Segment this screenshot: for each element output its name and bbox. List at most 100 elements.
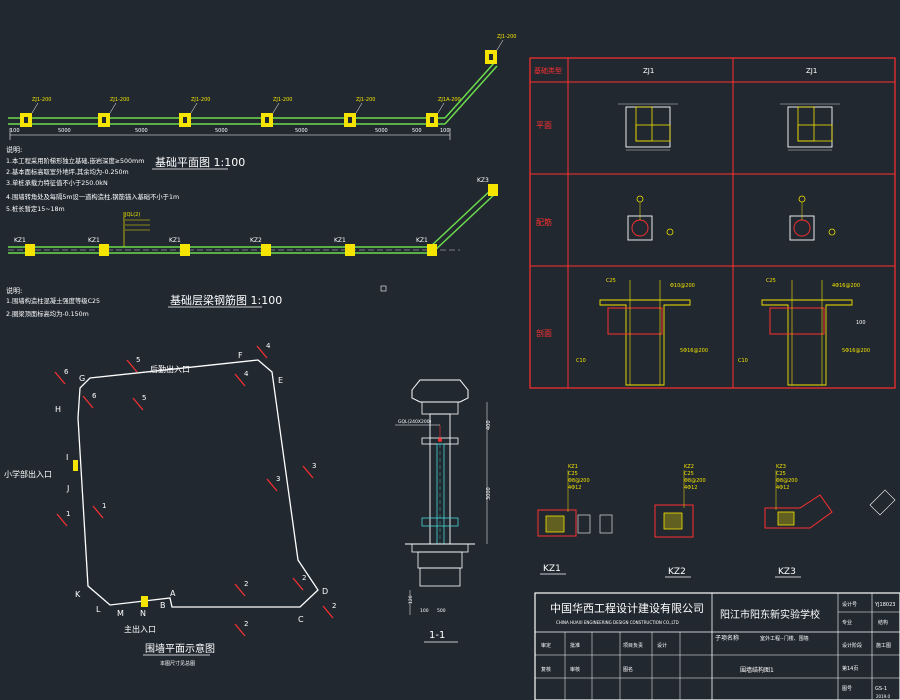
note-line: 4.围墙转角处及每隔5m设一道构造柱,钢筋锚入基础不小于1m — [6, 192, 179, 201]
svg-text:1: 1 — [66, 510, 70, 518]
section-title: 1-1 — [429, 630, 445, 641]
point-label: D — [322, 587, 328, 596]
column-marker: KZ2 — [250, 237, 271, 256]
table-row-plan: 平面 — [536, 121, 552, 130]
dim-label: 5000 — [295, 128, 308, 134]
dim-label: 5000 — [215, 128, 228, 134]
title-block: 中国华西工程设计建设有限公司 CHINA HUAXI ENGINEERING D… — [534, 592, 900, 700]
column-detail-kz2: KZ2 C25 Φ8@200 4Φ12 KZ2 — [654, 464, 706, 578]
project-name: 阳江市阳东新实验学校 — [720, 608, 820, 621]
footing-marker: ZJ1-200 — [344, 97, 375, 127]
beam-label: GQL(240X200) — [398, 419, 432, 425]
dim-label: 5000 — [135, 128, 148, 134]
bar-label: 100 — [856, 320, 866, 326]
section-mark: 1 — [92, 502, 106, 519]
kz-bar-label: 4Φ12 — [776, 485, 789, 491]
footing-label: ZJ1-200 — [356, 97, 375, 103]
column-marker: KZ1 — [334, 237, 355, 256]
tb-label: 图名 — [623, 666, 633, 673]
company-name-en: CHINA HUAXI ENGINEERING DESIGN CONSTRUCT… — [556, 620, 679, 625]
svg-text:2: 2 — [302, 574, 306, 582]
point-label: C — [298, 615, 304, 624]
kz-bar-label: KZ3 — [776, 464, 786, 470]
tb-label: 设计 — [657, 642, 667, 649]
column-label: KZ1 — [14, 237, 26, 244]
notes-mid: 说明: 1.围墙构造柱混凝土强度等级C25 2.圈梁顶面标高均为-0.150m — [6, 286, 100, 318]
rear-entrance-label: 后勤出入口 — [150, 364, 190, 374]
company-name: 中国华西工程设计建设有限公司 — [550, 601, 704, 615]
dim-label: 100 — [420, 608, 429, 614]
tb-label: 审核 — [570, 666, 580, 673]
dim-label: 5000 — [375, 128, 388, 134]
bar-label: C25 — [766, 278, 776, 284]
footing-marker: ZJ1A-200 — [426, 97, 461, 127]
design-no-label: 设计号 — [842, 601, 857, 608]
point-label: G — [79, 374, 85, 383]
footing-label: ZJ1-200 — [273, 97, 292, 103]
point-label: N — [140, 609, 146, 618]
bar-label: C25 — [606, 278, 616, 284]
point-label: K — [75, 590, 81, 599]
dim-label: 400 — [486, 420, 492, 430]
section-mark: 6 — [54, 368, 69, 385]
kz2-label: KZ2 — [668, 567, 686, 577]
point-label: H — [55, 405, 61, 414]
point-label: F — [238, 351, 243, 360]
notes-top: 说明: 1.本工程采用阶梯形独立基础,嵌岩深度≥500mm 2.基本面标高取室外… — [6, 145, 179, 213]
drawing-name: 围墙结构图1 — [740, 666, 774, 674]
footing-schedule-table: 基础类型 ZJ1 ZJ1 平面 配筋 剖面 — [529, 57, 896, 389]
svg-text:3: 3 — [276, 475, 280, 483]
section-mark: 5 — [126, 356, 140, 373]
svg-text:3: 3 — [312, 462, 316, 470]
beam-callout: JQL(2) — [124, 212, 140, 218]
column-label: KZ1 — [334, 237, 346, 244]
section-mark: 4 — [234, 370, 249, 387]
table-header-col2: ZJ1 — [806, 67, 817, 75]
footing-marker: ZJ1-200 — [20, 97, 51, 127]
subitem-value: 室外工程--门楼、围墙 — [760, 635, 809, 642]
section-mark: 2 — [292, 574, 306, 591]
tb-label: 审定 — [541, 642, 551, 649]
subitem-label: 子项名称 — [715, 634, 739, 642]
phase-value: 施工图 — [876, 642, 891, 649]
main-entrance-label: 主出入口 — [124, 624, 156, 634]
kz-bar-label: 4Φ12 — [684, 485, 697, 491]
point-label: A — [170, 589, 176, 598]
section-mark: 2 — [322, 602, 336, 619]
svg-text:5: 5 — [142, 394, 146, 402]
column-label: KZ1 — [169, 237, 181, 244]
dim-label: 3000 — [486, 487, 492, 500]
primary-entrance-label: 小学部出入口 — [4, 469, 52, 479]
drawing-no-label: 图号 — [842, 686, 852, 692]
section-mark: 2 — [234, 620, 248, 637]
footing-marker: ZJ1-200 — [485, 34, 516, 64]
section-mark: 3 — [302, 462, 316, 479]
point-label: M — [117, 609, 124, 618]
note-line: 3.单桩承载力特征值不小于250.0kN — [6, 178, 108, 187]
column-label: KZ1 — [416, 237, 428, 244]
column-label: KZ1 — [88, 237, 100, 244]
svg-text:1: 1 — [102, 502, 106, 510]
footing-label: ZJ1-200 — [32, 97, 51, 103]
footing-marker: ZJ1-200 — [179, 97, 210, 127]
section-mark: 5 — [132, 394, 146, 411]
svg-text:4: 4 — [266, 342, 271, 350]
footing-label: ZJ1-200 — [497, 34, 516, 40]
section-mark: 3 — [266, 475, 280, 492]
page-number: 第14页 — [842, 665, 858, 672]
footing-section-drawing: C25 Φ10@200 C10 5Φ16@200 C25 4Φ16@200 C1… — [576, 278, 870, 386]
column-label: KZ3 — [477, 177, 489, 184]
dim-label: 500 — [412, 128, 422, 134]
column-detail-kz1: KZ1 C25 Φ8@200 4Φ12 KZ1 — [537, 464, 613, 575]
bar-label: Φ10@200 — [670, 283, 695, 289]
footing-marker: ZJ1-200 — [98, 97, 129, 127]
note-line: 1.围墙构造柱混凝土强度等级C25 — [6, 296, 100, 305]
kz-bar-label: KZ2 — [684, 464, 694, 470]
kz-bar-label: C25 — [776, 471, 786, 477]
dim-label: 100 — [10, 128, 20, 134]
note-line: 1.本工程采用阶梯形独立基础,嵌岩深度≥500mm — [6, 156, 144, 165]
svg-text:2: 2 — [244, 580, 248, 588]
